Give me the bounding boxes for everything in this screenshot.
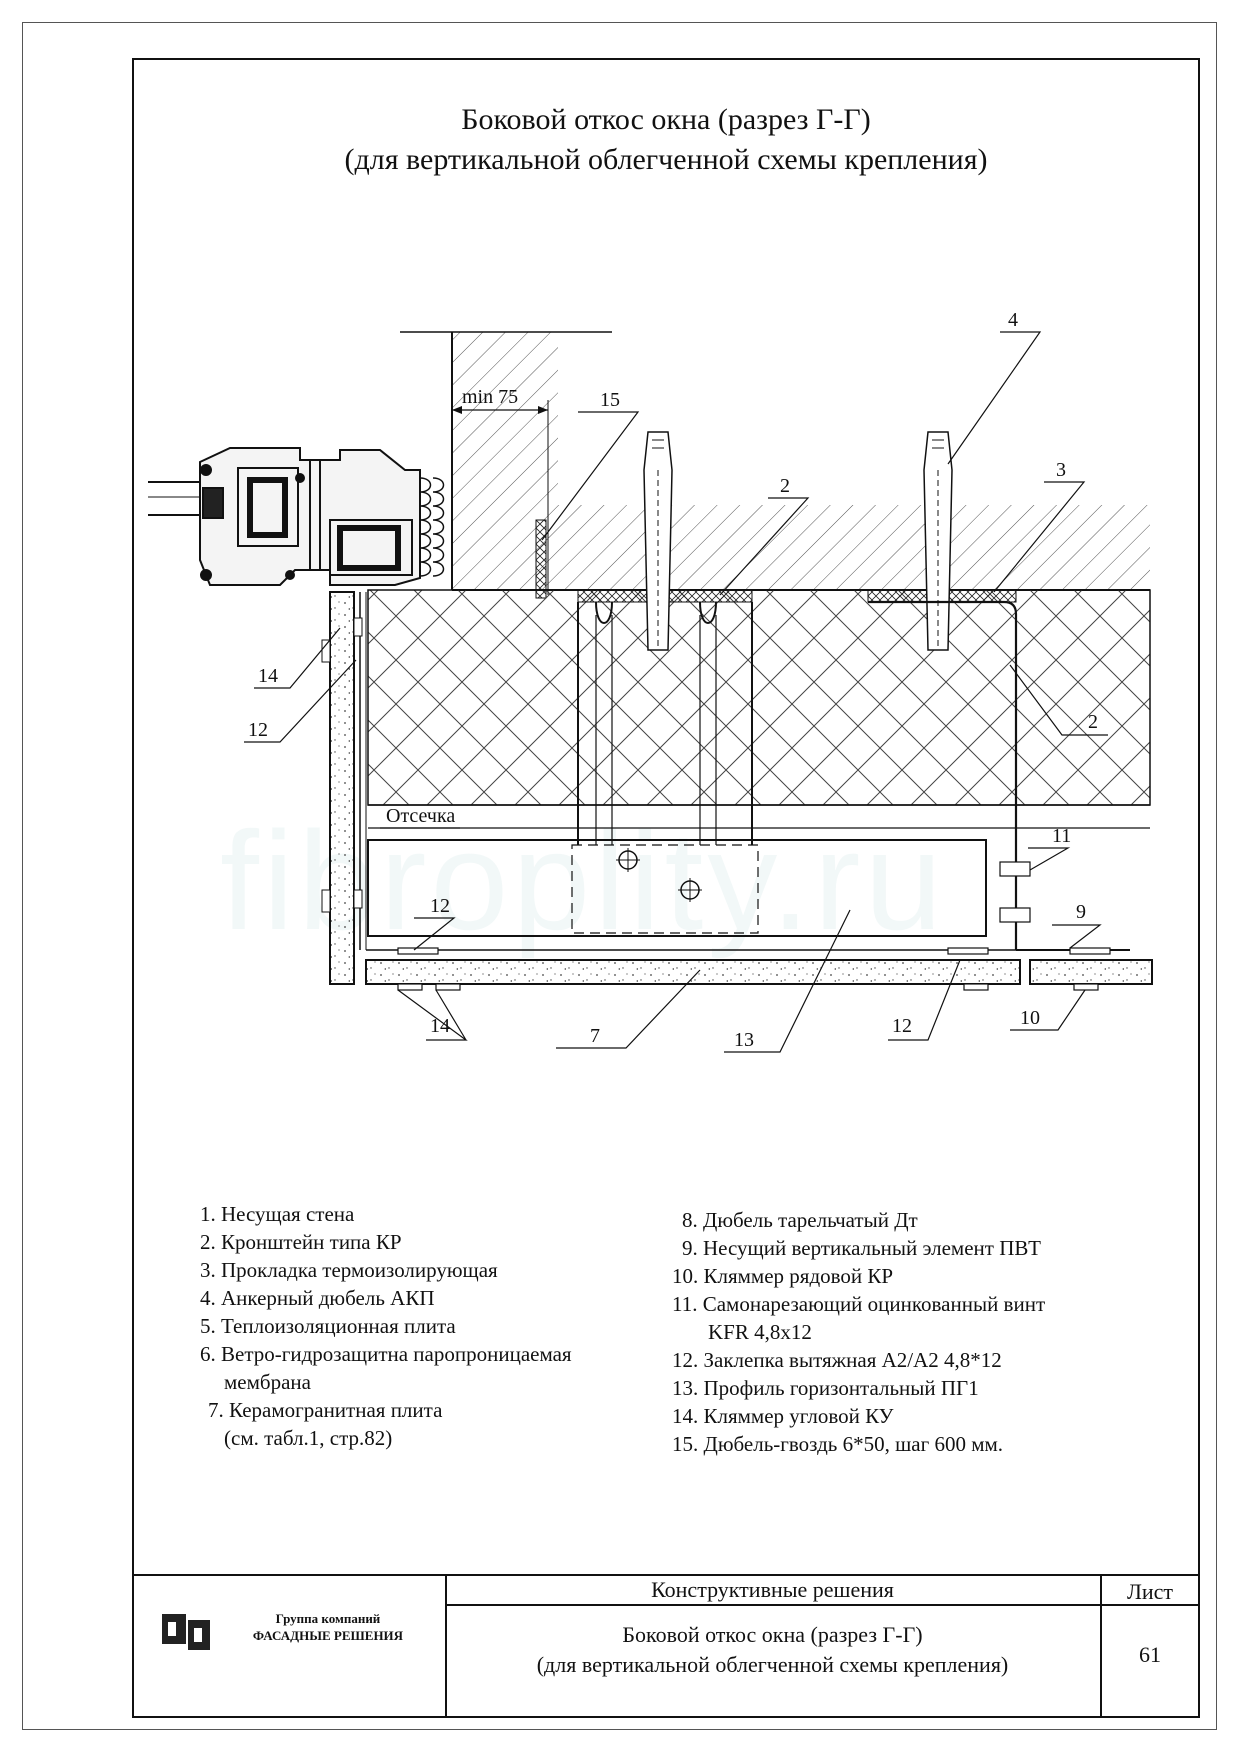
dimension-min75: min 75 (452, 386, 549, 595)
callout-14-bottom: 14 (430, 1015, 450, 1037)
outer-border (22, 22, 1217, 1730)
sheet-label: Лист (1126, 1579, 1174, 1604)
legend-item: 15. Дюбель-гвоздь 6*50, шаг 600 мм. (672, 1432, 1004, 1456)
company-name: Группа компаний ФАСАДНЫЕ РЕШЕНИЯ (252, 1611, 404, 1643)
legend-item: мембрана (224, 1370, 311, 1394)
horizontal-profile (367, 839, 987, 937)
bottom-tile-next (1016, 949, 1153, 985)
legend-item: 4. Анкерный дюбель АКП (200, 1286, 435, 1310)
title-line-1: Боковой откос окна (разрез Г-Г) (461, 103, 871, 136)
legend-item: 12. Заклепка вытяжная А2/А2 4,8*12 (672, 1348, 1002, 1372)
legend-item: (см. табл.1, стр.82) (224, 1426, 393, 1450)
section-label: Конструктивные решения (651, 1577, 894, 1602)
callout-9: 9 (1076, 901, 1086, 923)
callout-10: 10 (1020, 1007, 1040, 1029)
dimension-label: min 75 (462, 386, 518, 408)
callout-3: 3 (1056, 459, 1066, 481)
legend-item: 9. Несущий вертикальный элемент ПВТ (682, 1236, 1041, 1260)
anchor-dowel-1 (643, 431, 673, 651)
callout-2-right: 2 (1088, 711, 1098, 733)
callout-7: 7 (590, 1025, 600, 1047)
sealing-foam (419, 477, 445, 577)
callout-2-top: 2 (780, 475, 790, 497)
callout-12-bottom: 12 (892, 1015, 912, 1037)
legend-item: 3. Прокладка термоизолирующая (200, 1258, 498, 1282)
screws (999, 861, 1031, 923)
legend-item: 6. Ветро-гидрозащитна паропроницаемая (200, 1342, 572, 1366)
block-title-line-2: (для вертикальной облегченной схемы креп… (536, 1652, 1009, 1677)
insulation-boards (367, 589, 1151, 829)
window-profile (148, 447, 421, 586)
legend-left: 1. Несущая стена 2. Кронштейн типа КР 3.… (200, 1200, 572, 1452)
callout-12-left: 12 (248, 719, 268, 741)
block-title: Боковой откос окна (разрез Г-Г) (для вер… (445, 1620, 1100, 1680)
clips (397, 947, 1111, 991)
callout-4: 4 (1008, 309, 1018, 331)
legend-item: 5. Теплоизоляционная плита (200, 1314, 456, 1338)
legend-item: 2. Кронштейн типа КР (200, 1230, 402, 1254)
dowel-nail (535, 519, 547, 599)
sheet-number: 61 (1139, 1642, 1161, 1667)
callout-15: 15 (600, 389, 620, 411)
bottom-tile-main (365, 949, 1030, 985)
callout-14-left: 14 (258, 665, 278, 687)
block-title-line-1: Боковой откос окна (разрез Г-Г) (622, 1622, 923, 1647)
legend-item: 11. Самонарезающий оцинкованный винт (672, 1292, 1046, 1316)
side-tile (321, 591, 367, 985)
callout-11: 11 (1052, 825, 1071, 847)
legend-item: 14. Кляммер угловой КУ (672, 1404, 894, 1428)
leader-lines (244, 331, 1108, 1053)
legend-item: 1. Несущая стена (200, 1202, 355, 1226)
legend-item: 7. Керамогранитная плита (208, 1398, 443, 1422)
bracket-l (868, 600, 1018, 950)
drawing-frame (132, 58, 1200, 1718)
company-logo (162, 1614, 210, 1650)
bracket-u (577, 601, 753, 845)
bearing-wall (400, 331, 1150, 591)
anchor-dowel-2 (923, 431, 953, 651)
legend-item: 10. Кляммер рядовой КР (672, 1264, 894, 1288)
legend-item: 8. Дюбель тарельчатый Дт (682, 1208, 918, 1232)
legend-item: 13. Профиль горизонтальный ПГ1 (672, 1376, 979, 1400)
title-line-2: (для вертикальной облегченной схемы креп… (344, 143, 988, 176)
cutoff-label: Отсечка (386, 805, 455, 827)
legend-right: 8. Дюбель тарельчатый Дт 9. Несущий верт… (672, 1206, 1045, 1458)
legend-item: KFR 4,8х12 (708, 1320, 812, 1344)
callout-13: 13 (734, 1029, 754, 1051)
drawing-title: Боковой откос окна (разрез Г-Г) (для вер… (132, 100, 1200, 180)
callout-12-inner: 12 (430, 895, 450, 917)
title-block: Конструктивные решения Лист Боковой отко… (132, 1574, 1200, 1718)
